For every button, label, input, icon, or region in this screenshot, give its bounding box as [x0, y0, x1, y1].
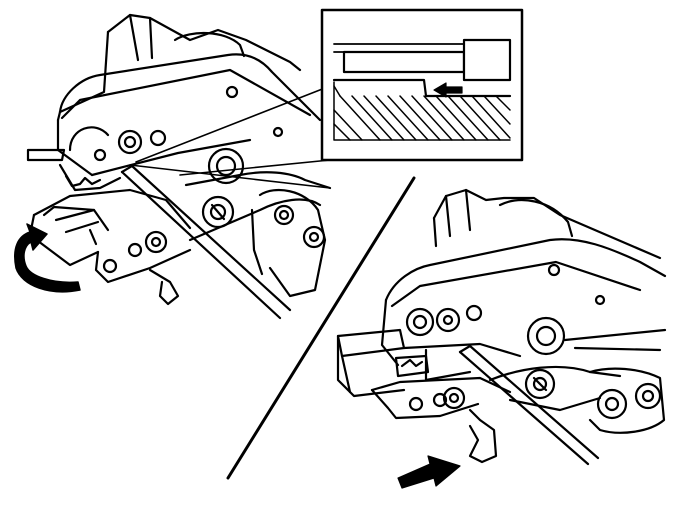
left-arrow-icon	[433, 82, 463, 98]
right-crimp-tool-icon	[336, 188, 667, 464]
left-screwdriver-icon	[120, 164, 292, 320]
left-crimp-tool-icon	[26, 13, 332, 306]
divider-line	[226, 176, 416, 480]
push-arrow-icon	[397, 455, 461, 489]
callout-leader-line	[129, 85, 331, 189]
ratchet-detail-icon	[320, 8, 524, 162]
rotate-arrow-icon	[14, 223, 81, 293]
right-screwdriver-icon	[458, 344, 600, 466]
